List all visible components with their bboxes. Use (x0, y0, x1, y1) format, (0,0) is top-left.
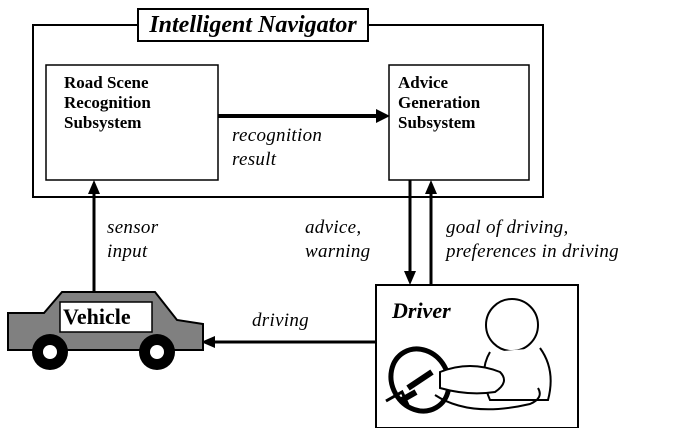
advice-line-1: advice, (305, 217, 362, 238)
advice-generation-box (388, 64, 530, 181)
driving-label: driving (252, 310, 309, 331)
sensor-line-2: input (107, 241, 148, 262)
recognition-result-label: recognition result (232, 124, 322, 172)
advice-gen-line-1: Advice (398, 73, 449, 92)
road-scene-line-3: Subsystem (64, 113, 142, 132)
vehicle-label: Vehicle (63, 304, 131, 329)
recognition-arrowhead (376, 109, 390, 123)
driver-label: Driver (392, 298, 451, 323)
recognition-line-1: recognition (232, 125, 323, 146)
advice-warning-label: advice, warning (305, 216, 370, 264)
driving-arrowhead (201, 336, 215, 348)
sensor-input-label: sensor input (107, 216, 158, 264)
road-scene-box (45, 64, 219, 181)
vehicle-icon (7, 291, 204, 370)
advice-gen-line-3: Subsystem (398, 113, 476, 132)
goal-line-1: goal of driving, (446, 217, 569, 238)
sensor-line-1: sensor (107, 217, 159, 238)
advice-generation-label: Advice Generation Subsystem (398, 73, 480, 133)
goal-arrowhead (425, 180, 437, 194)
advice-gen-line-2: Generation (398, 93, 481, 112)
advice-arrowhead (404, 271, 416, 285)
goal-label: goal of driving, preferences in driving (446, 216, 619, 264)
goal-line-2: preferences in driving (446, 241, 619, 262)
recognition-line-2: result (232, 149, 277, 170)
road-scene-label: Road Scene Recognition Subsystem (64, 73, 151, 133)
road-scene-line-2: Recognition (64, 93, 151, 112)
navigator-title: Intelligent Navigator (137, 8, 369, 42)
sensor-input-arrowhead (88, 180, 100, 194)
driver-icon (385, 298, 552, 414)
road-scene-line-1: Road Scene (64, 73, 149, 92)
advice-line-2: warning (305, 241, 371, 262)
